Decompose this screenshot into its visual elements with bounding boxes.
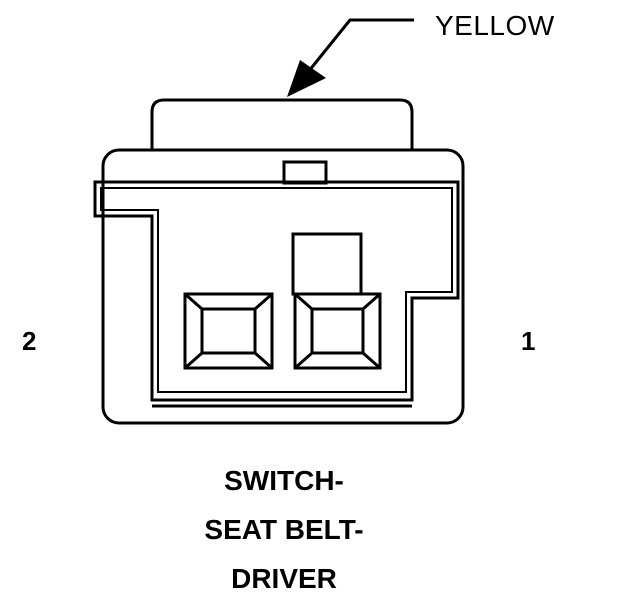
pin-1-label: 1 bbox=[521, 326, 536, 356]
connector-lock-tab bbox=[150, 98, 414, 150]
terminal-2 bbox=[183, 292, 274, 370]
callout-arrowhead bbox=[287, 60, 326, 97]
wire-color-callout: YELLOW bbox=[435, 10, 555, 41]
connector-housing bbox=[101, 148, 465, 425]
connector-latch-nub bbox=[282, 160, 328, 185]
callout-leader-line bbox=[298, 18, 414, 83]
component-title-line-2: SEAT BELT- bbox=[204, 514, 364, 545]
component-title-line-3: DRIVER bbox=[231, 563, 337, 594]
terminal-cavity-inner-outline bbox=[100, 187, 453, 393]
pin-2-label: 2 bbox=[22, 326, 37, 356]
connector-key-block bbox=[291, 232, 363, 296]
terminal-1 bbox=[293, 292, 382, 370]
terminal-cavity-outline bbox=[93, 180, 460, 402]
component-title-line-1: SWITCH- bbox=[224, 465, 344, 496]
